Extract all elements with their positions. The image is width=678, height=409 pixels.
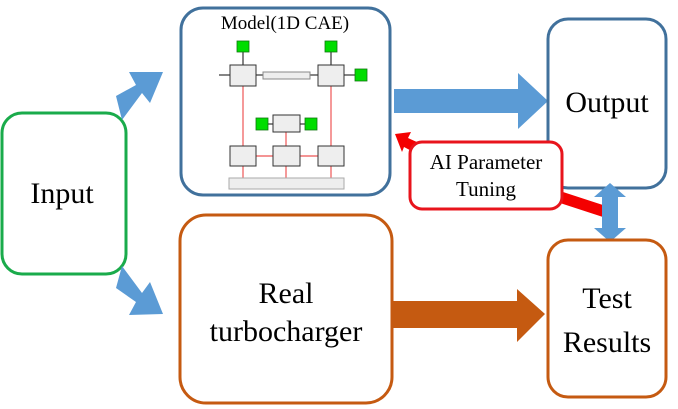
real-label-line1: Real (259, 277, 314, 310)
arrow-real-to-test (392, 289, 545, 342)
input-label: Input (30, 177, 94, 210)
model-title: Model(1D CAE) (221, 13, 349, 34)
test-label-line2: Results (563, 326, 651, 359)
input-box (0, 111, 128, 276)
ai-link-bar (560, 192, 609, 218)
real-label-line2: turbocharger (210, 315, 363, 348)
ai-tuning-box (408, 140, 564, 211)
test-label-line1: Test (582, 282, 632, 315)
model-schematic (219, 40, 368, 190)
arrow-model-to-output (394, 73, 548, 129)
arrow-output-test-bidirectional (594, 183, 626, 242)
test-results-box (546, 238, 668, 399)
ai-label-line2: Tuning (456, 177, 516, 201)
arrow-input-to-real (116, 266, 163, 315)
ai-label-line1: AI Parameter (430, 150, 543, 174)
arrow-input-to-model (116, 72, 163, 120)
output-label: Output (565, 86, 649, 119)
